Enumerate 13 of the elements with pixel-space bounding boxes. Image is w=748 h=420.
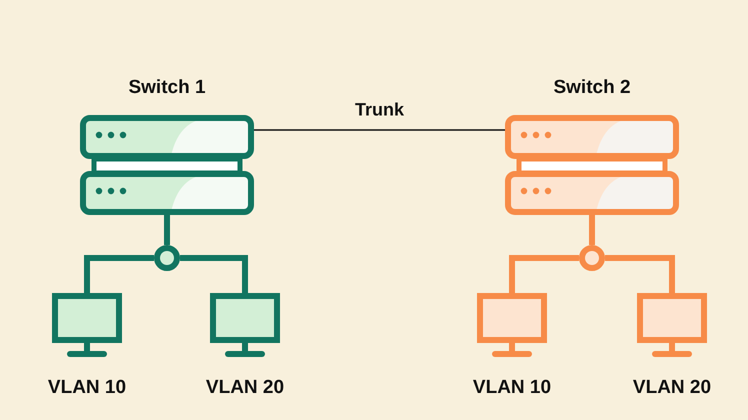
connector-line xyxy=(164,213,170,245)
vlan-label: VLAN 20 xyxy=(632,377,712,399)
connector-line xyxy=(605,255,675,293)
switch-heading: Switch 2 xyxy=(553,77,631,99)
connector-line xyxy=(589,213,595,245)
vlan-label: VLAN 10 xyxy=(48,377,126,399)
connector-line xyxy=(509,255,579,293)
switch-heading: Switch 1 xyxy=(128,77,206,99)
connector-line xyxy=(180,255,248,293)
vlan-label: VLAN 10 xyxy=(472,377,552,399)
trunk-line xyxy=(254,129,505,131)
connector-line xyxy=(84,255,154,293)
vlan-label: VLAN 20 xyxy=(206,377,284,399)
